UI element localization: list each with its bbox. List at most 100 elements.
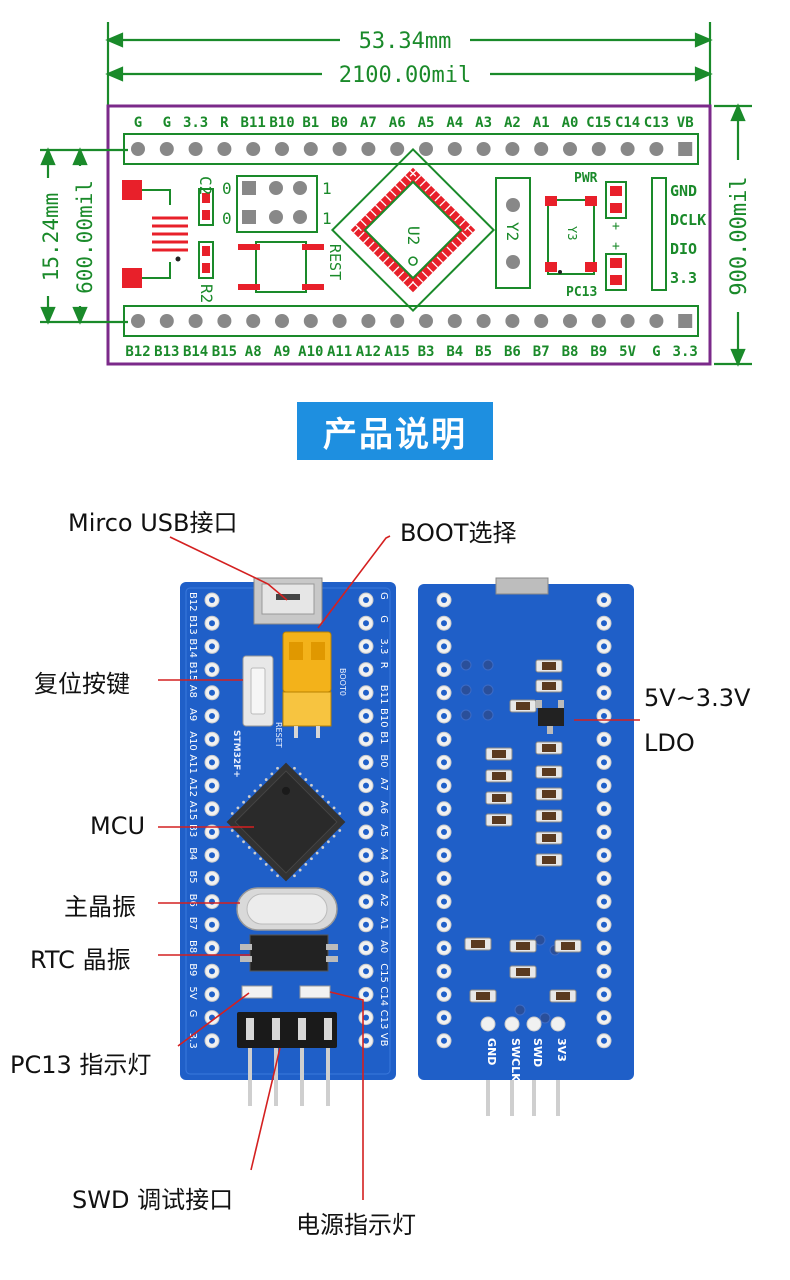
width-mm-dimension bbox=[105, 22, 713, 110]
height-mm-label: 15.24mm bbox=[39, 193, 63, 282]
front-board: B12B13B14B15A8A9A10A11A12A15B3B4B5B6B7B8… bbox=[180, 577, 396, 1106]
top-header-label: A0 bbox=[562, 115, 579, 131]
bottom-pin-pad bbox=[188, 314, 203, 328]
bottom-header-label: A9 bbox=[274, 344, 291, 360]
c2-component bbox=[198, 188, 214, 226]
front-right-pin-label: B11 bbox=[378, 685, 389, 705]
callout-mcu: MCU bbox=[90, 812, 146, 840]
bottom-header-label: 5V bbox=[619, 344, 636, 360]
bottom-pin-pad bbox=[563, 314, 577, 328]
back-swd-label: 3V3 bbox=[555, 1038, 568, 1062]
callout-pc13-led: PC13 指示灯 bbox=[10, 1051, 152, 1079]
top-pin-pad bbox=[620, 142, 635, 156]
front-right-pin-label: 3.3 bbox=[378, 638, 389, 654]
front-left-pin-label: B5 bbox=[187, 870, 198, 883]
top-pin-pad bbox=[303, 142, 318, 156]
bottom-pin-pad bbox=[620, 314, 635, 328]
front-left-pin-label: B13 bbox=[187, 615, 198, 635]
bottom-header-label: B12 bbox=[125, 344, 150, 360]
top-header-label: B0 bbox=[331, 115, 348, 131]
top-header-label: VB bbox=[677, 115, 694, 131]
boot-zero-b: 0 bbox=[222, 209, 232, 228]
bottom-pin-pad bbox=[649, 314, 664, 328]
front-left-pin-label: B3 bbox=[187, 824, 198, 837]
front-left-pin-label: B14 bbox=[187, 638, 198, 658]
front-right-pin-label: B0 bbox=[378, 754, 389, 767]
front-right-pin-label: A6 bbox=[378, 801, 389, 814]
top-header-label: G bbox=[163, 115, 171, 131]
top-header-label: B10 bbox=[269, 115, 294, 131]
swd-dclk-label: DCLK bbox=[670, 211, 706, 229]
r2-component bbox=[198, 241, 214, 279]
callout-power-led: 电源指示灯 bbox=[296, 1211, 416, 1239]
swd-dio-label: DIO bbox=[670, 240, 697, 258]
top-pin-pad bbox=[419, 142, 433, 156]
front-left-pin-label: A12 bbox=[187, 778, 198, 798]
bottom-header-label: A12 bbox=[356, 344, 381, 360]
callout-micro-usb: Mirco USB接口 bbox=[68, 509, 238, 537]
front-left-pin-label: B15 bbox=[187, 662, 198, 682]
bottom-header-label: B4 bbox=[446, 344, 463, 360]
back-swd-label: SWCLK bbox=[509, 1038, 522, 1082]
front-right-pin-label: A2 bbox=[378, 894, 389, 907]
top-pin-header bbox=[123, 133, 699, 165]
top-header-label: G bbox=[134, 115, 142, 131]
bottom-header-label: B15 bbox=[212, 344, 237, 360]
front-right-pin-label: R bbox=[378, 662, 389, 669]
bottom-pin-pad bbox=[246, 314, 261, 328]
top-header-label: C14 bbox=[615, 115, 640, 131]
r2-label: R2 bbox=[197, 284, 216, 303]
callout-lines bbox=[158, 535, 640, 1200]
back-swd-label: GND bbox=[485, 1038, 498, 1065]
front-left-pin-label: A9 bbox=[187, 708, 198, 721]
top-header-label: A5 bbox=[418, 115, 435, 131]
top-pin-pad bbox=[649, 142, 664, 156]
top-header-label: C13 bbox=[644, 115, 669, 131]
callout-ldo-line1: 5V~3.3V bbox=[644, 684, 751, 712]
pc13-led-plus: + bbox=[612, 239, 620, 254]
bottom-pin-pad bbox=[476, 314, 491, 328]
boot-one-b: 1 bbox=[322, 209, 332, 228]
pc13-label: PC13 bbox=[566, 285, 597, 300]
bottom-pin-header bbox=[123, 305, 699, 337]
front-left-pin-label: B8 bbox=[187, 940, 198, 953]
top-header-label: R bbox=[220, 115, 229, 131]
y2-label: Y2 bbox=[503, 222, 522, 241]
bottom-header-label: B5 bbox=[475, 344, 492, 360]
front-boot-silk: BOOT0 bbox=[338, 668, 347, 696]
top-header-label: 3.3 bbox=[183, 115, 208, 131]
front-right-pin-label: G bbox=[378, 592, 389, 600]
top-header-label: A7 bbox=[360, 115, 377, 131]
bottom-pin-pad bbox=[159, 314, 174, 328]
bottom-pin-pad bbox=[275, 314, 289, 328]
height-outer-dimension bbox=[714, 103, 752, 367]
bottom-header-label: B8 bbox=[562, 344, 579, 360]
front-right-pin-label: A1 bbox=[378, 917, 389, 930]
bottom-pin-pad bbox=[447, 314, 462, 328]
callout-main-crystal: 主晶振 bbox=[64, 893, 136, 921]
top-header-label: C15 bbox=[586, 115, 611, 131]
usb-footprint bbox=[122, 180, 188, 288]
pwr-label: PWR bbox=[574, 171, 598, 186]
top-header-label: B11 bbox=[241, 115, 266, 131]
bottom-pin-pad bbox=[390, 314, 405, 328]
y2-crystal bbox=[495, 177, 531, 289]
front-right-pin-label: B10 bbox=[378, 708, 389, 728]
top-header-label: A3 bbox=[475, 115, 492, 131]
bottom-pin-pad bbox=[217, 314, 232, 328]
front-right-pin-label: C15 bbox=[378, 963, 389, 983]
top-header-label: B1 bbox=[302, 115, 319, 131]
callout-reset-key: 复位按键 bbox=[34, 670, 130, 698]
top-pin-pad bbox=[217, 142, 232, 156]
front-right-pin-label: A4 bbox=[378, 847, 389, 860]
boot-one-a: 1 bbox=[322, 179, 332, 198]
top-pin-pad bbox=[534, 142, 549, 156]
bottom-header-label: A11 bbox=[327, 344, 352, 360]
back-swd-label: SWD bbox=[531, 1038, 544, 1067]
top-header-label: A1 bbox=[533, 115, 550, 131]
height-outer-label: 900.00mil bbox=[727, 176, 752, 295]
back-board: GND SWCLK SWD 3V3 bbox=[418, 577, 634, 1116]
